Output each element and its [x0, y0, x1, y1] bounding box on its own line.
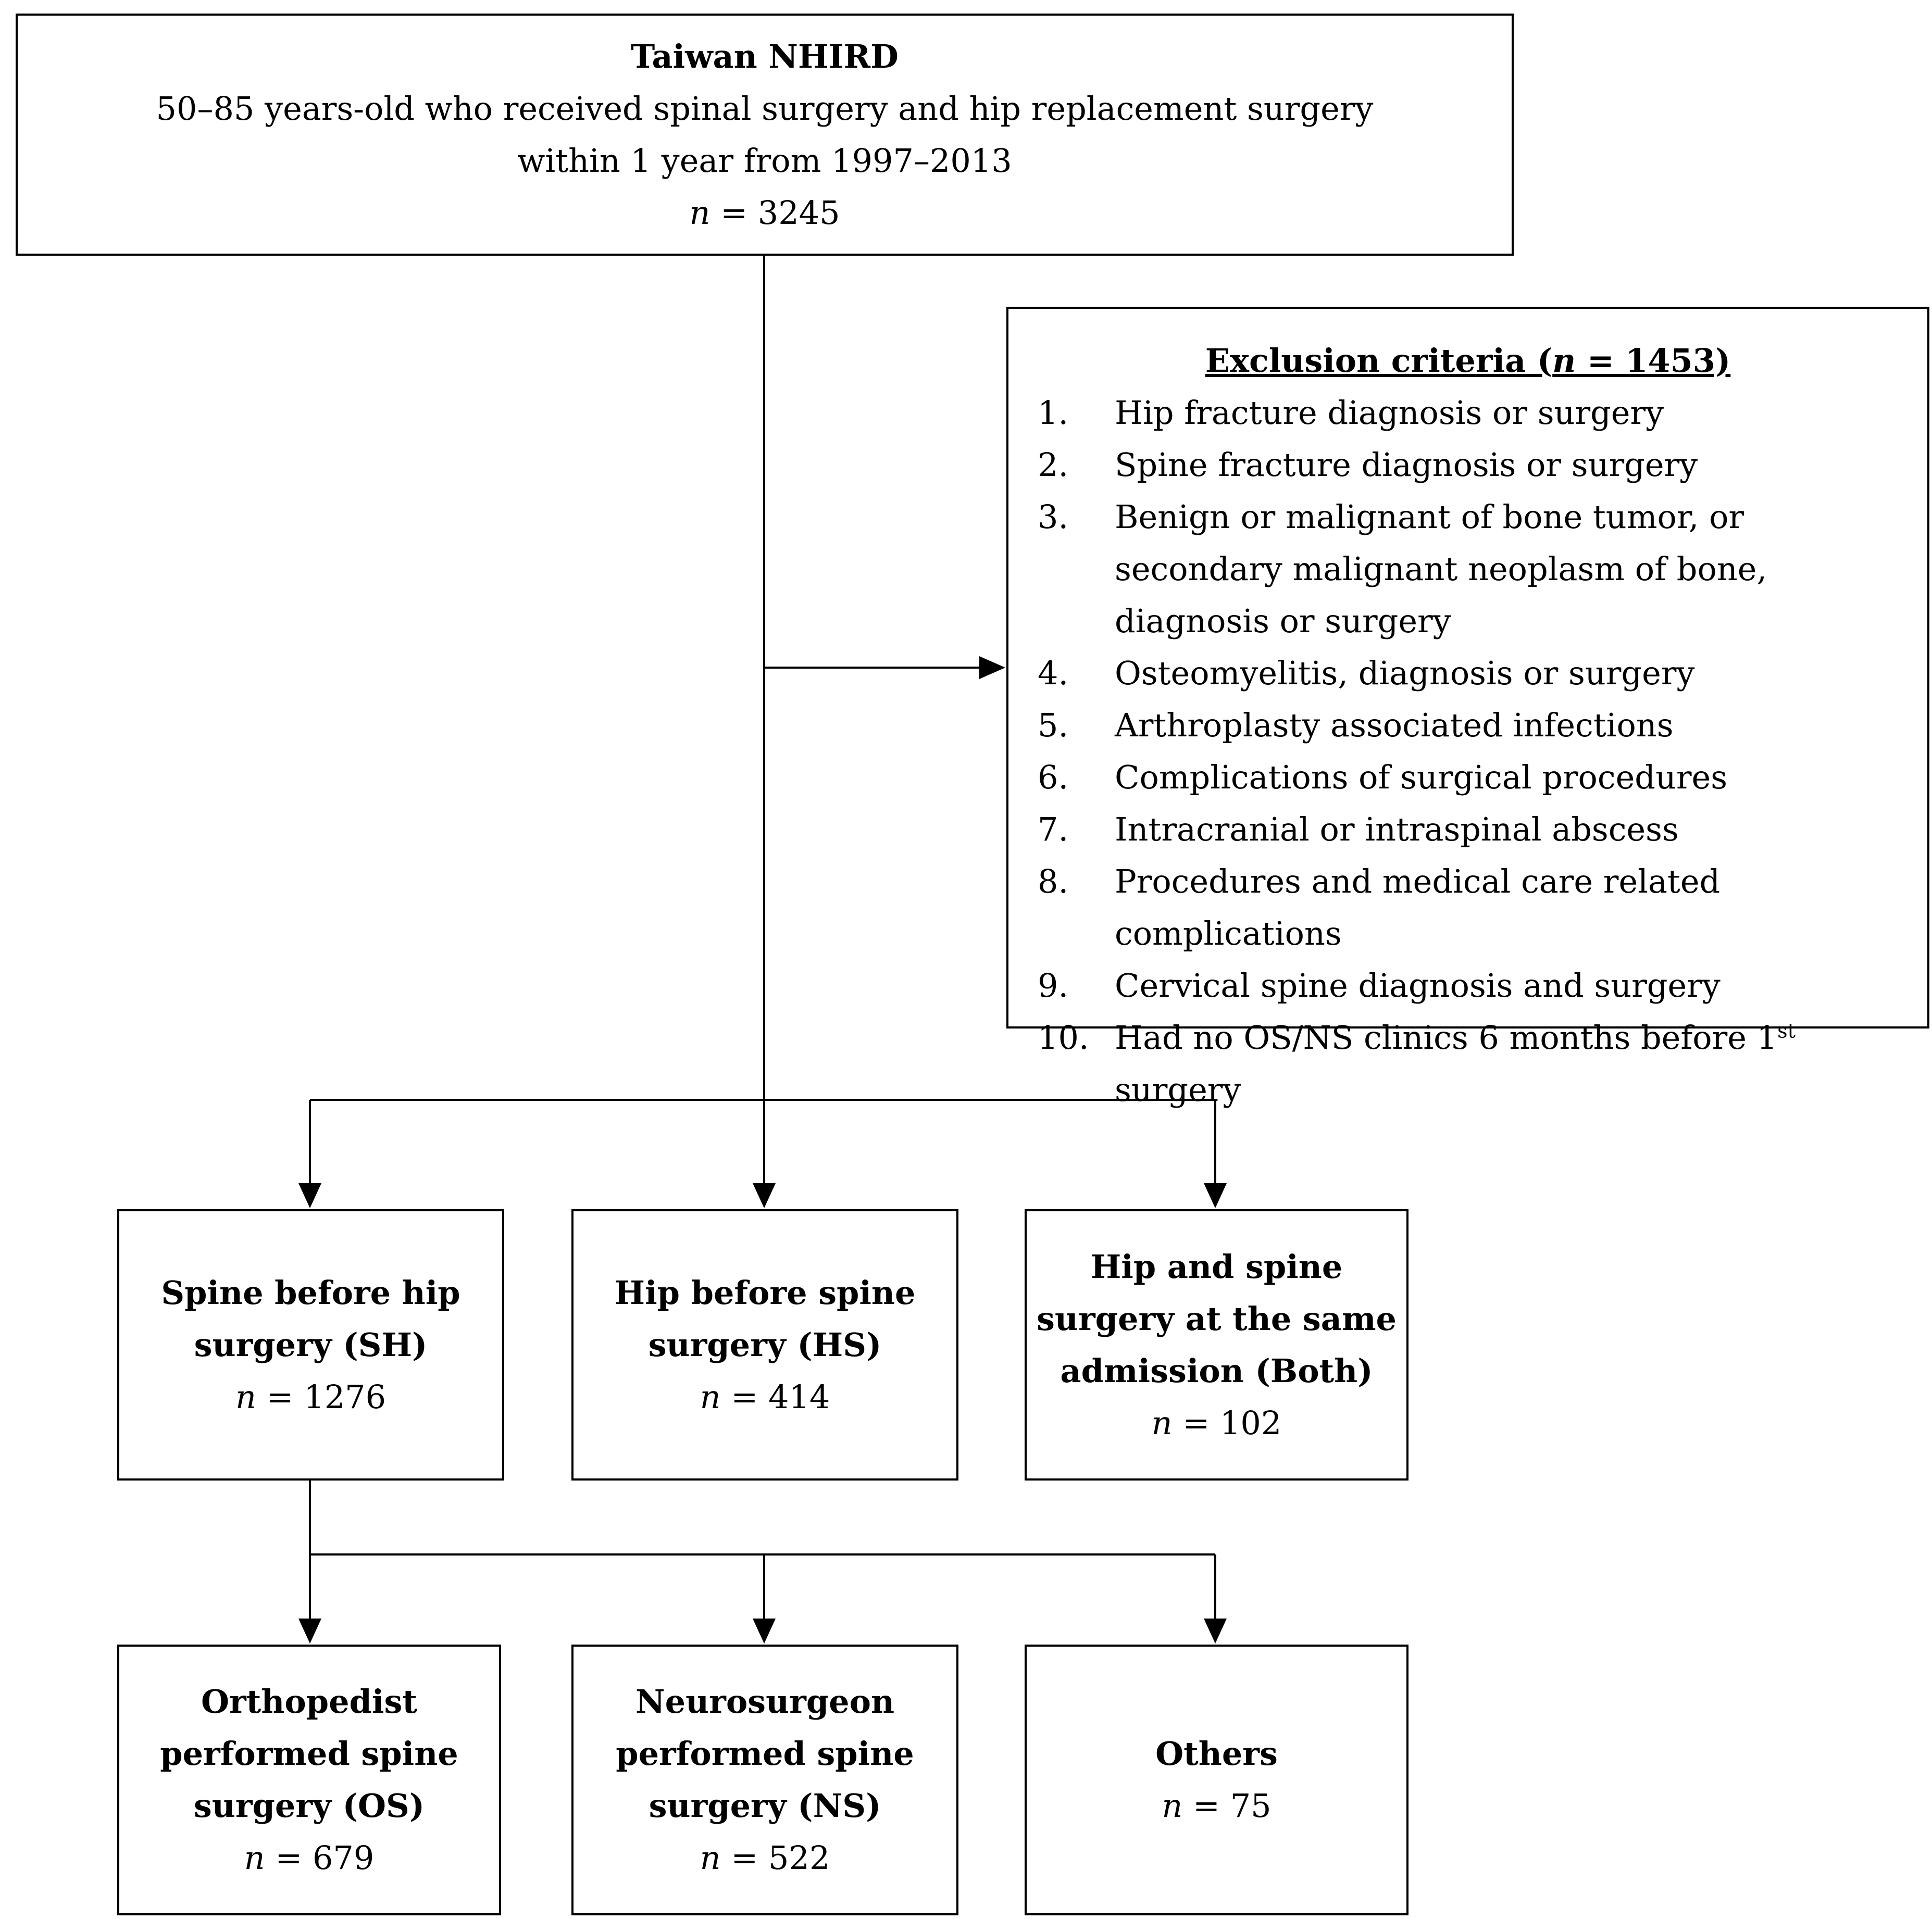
subgroup-ns-label-1: Neurosurgeon	[635, 1683, 895, 1721]
subgroup-os-count: n = 679	[244, 1832, 375, 1884]
group-both-count-value: = 102	[1172, 1403, 1282, 1442]
exclusion-item-text: Osteomyelitis, diagnosis or surgery	[1115, 654, 1695, 692]
group-sh-label-2: surgery (SH)	[194, 1325, 428, 1364]
both-arrowhead	[1204, 1183, 1227, 1208]
exclusion-item-text: Cervical spine diagnosis and surgery	[1115, 967, 1721, 1005]
group-both-count: n = 102	[1152, 1397, 1282, 1449]
exclusion-item-text: Spine fracture diagnosis or surgery	[1115, 446, 1698, 484]
group-hs-label-1: Hip before spine	[614, 1273, 916, 1312]
group-hs-box: Hip before spine surgery (HS) n = 414	[571, 1209, 958, 1481]
group-hs-count: n = 414	[700, 1371, 830, 1423]
subgroup-others-label: Others	[1155, 1735, 1278, 1773]
subgroup-os-label-2: performed spine	[160, 1735, 458, 1773]
ordinal-suffix: st	[1777, 1019, 1796, 1043]
exclusion-item: 10. Had no OS/NS clinics 6 months before …	[1038, 1012, 1917, 1116]
exclusion-item-text: Hip fracture diagnosis or surgery	[1115, 394, 1664, 432]
n-symbol: n	[1162, 1787, 1183, 1825]
n-symbol: n	[689, 193, 711, 232]
exclusion-item: 2. Spine fracture diagnosis or surgery	[1038, 439, 1917, 491]
cohort-criteria-line-2: within 1 year from 1997–2013	[517, 141, 1012, 180]
exclusion-item-text-part: Had no OS/NS clinics 6 months before 1	[1115, 1019, 1778, 1057]
ns-arrowhead	[753, 1619, 776, 1644]
group-sh-count-value: = 1276	[256, 1377, 387, 1416]
exclusion-item-text: Procedures and medical care related comp…	[1115, 862, 1721, 952]
subgroup-ns-label-2: performed spine	[616, 1735, 914, 1773]
cohort-source-box: Taiwan NHIRD 50–85 years-old who receive…	[16, 14, 1514, 256]
exclusion-item-number: 1.	[1038, 394, 1069, 432]
exclusion-criteria-box: Exclusion criteria (n = 1453) 1. Hip frac…	[1006, 307, 1929, 1109]
exclusion-title-suffix: = 1453)	[1576, 342, 1731, 380]
os-arrowhead	[298, 1619, 321, 1644]
exclusion-arrowhead	[979, 656, 1005, 679]
exclusion-item-number: 4.	[1038, 654, 1069, 692]
group-both-label-2: surgery at the same	[1037, 1299, 1397, 1338]
group-both-box: Hip and spine surgery at the same admiss…	[1025, 1209, 1409, 1481]
exclusion-item-number: 9.	[1038, 967, 1069, 1005]
exclusion-item: 8. Procedures and medical care related co…	[1038, 856, 1917, 960]
n-symbol: n	[700, 1377, 721, 1416]
exclusion-item-number: 8.	[1038, 862, 1069, 900]
subgroup-others-box: Others n = 75	[1025, 1645, 1409, 1915]
exclusion-item: 3. Benign or malignant of bone tumor, or …	[1038, 491, 1917, 647]
exclusion-item-number: 2.	[1038, 446, 1069, 484]
exclusion-item-text-part: surgery	[1115, 1071, 1241, 1109]
n-symbol: n	[1151, 1403, 1173, 1442]
cohort-count: n = 3245	[689, 187, 840, 239]
cohort-criteria-line-1: 50–85 years-old who received spinal surg…	[156, 89, 1374, 128]
exclusion-item: 4. Osteomyelitis, diagnosis or surgery	[1038, 647, 1917, 699]
exclusion-item-number: 7.	[1038, 810, 1069, 848]
exclusion-item-number: 3.	[1038, 498, 1069, 536]
subgroup-os-label-1: Orthopedist	[201, 1683, 417, 1721]
exclusion-list: 1. Hip fracture diagnosis or surgery 2. Sp…	[1038, 387, 1917, 1116]
n-symbol: n	[700, 1839, 721, 1877]
exclusion-item: 6. Complications of surgical procedures	[1038, 751, 1917, 804]
subgroup-others-count-value: = 75	[1182, 1787, 1272, 1825]
exclusion-item: 1. Hip fracture diagnosis or surgery	[1038, 387, 1917, 439]
hs-arrowhead	[753, 1183, 776, 1208]
n-symbol: n	[1552, 342, 1576, 380]
exclusion-item: 5. Arthroplasty associated infections	[1038, 699, 1917, 751]
group-hs-count-value: = 414	[720, 1377, 830, 1416]
exclusion-item-text: Intracranial or intraspinal abscess	[1115, 810, 1679, 848]
exclusion-title-prefix: Exclusion criteria (	[1205, 342, 1553, 380]
n-symbol: n	[244, 1839, 265, 1877]
exclusion-item: 9. Cervical spine diagnosis and surgery	[1038, 960, 1917, 1012]
exclusion-item: 7. Intracranial or intraspinal abscess	[1038, 804, 1917, 856]
cohort-count-value: = 3245	[710, 193, 840, 232]
subgroup-others-count: n = 75	[1162, 1780, 1271, 1832]
exclusion-item-number: 5.	[1038, 706, 1069, 744]
subgroup-ns-label-3: surgery (NS)	[649, 1787, 881, 1825]
group-both-label-3: admission (Both)	[1060, 1351, 1373, 1390]
exclusion-item-text: Had no OS/NS clinics 6 months before 1st…	[1115, 1012, 1917, 1116]
others-arrowhead	[1204, 1619, 1227, 1644]
cohort-title: Taiwan NHIRD	[631, 37, 899, 76]
group-sh-label-1: Spine before hip	[161, 1273, 460, 1312]
exclusion-item-text: Benign or malignant of bone tumor, or se…	[1115, 498, 1767, 640]
group-hs-label-2: surgery (HS)	[648, 1325, 882, 1364]
subgroup-ns-count-value: = 522	[720, 1839, 830, 1877]
subgroup-ns-count: n = 522	[700, 1832, 830, 1884]
exclusion-item-text: Complications of surgical procedures	[1115, 758, 1728, 796]
subgroup-ns-box: Neurosurgeon performed spine surgery (NS…	[571, 1645, 958, 1915]
group-both-label-1: Hip and spine	[1090, 1247, 1343, 1286]
subgroup-os-label-3: surgery (OS)	[193, 1787, 425, 1825]
exclusion-title: Exclusion criteria (n = 1453)	[1008, 335, 1927, 387]
exclusion-item-text: Arthroplasty associated infections	[1115, 706, 1674, 744]
group-sh-count: n = 1276	[235, 1371, 386, 1423]
subgroup-os-count-value: = 679	[265, 1839, 375, 1877]
exclusion-item-number: 10.	[1038, 1019, 1089, 1057]
subgroup-os-box: Orthopedist performed spine surgery (OS)…	[117, 1645, 501, 1915]
n-symbol: n	[235, 1377, 256, 1416]
group-sh-box: Spine before hip surgery (SH) n = 1276	[117, 1209, 504, 1481]
exclusion-item-number: 6.	[1038, 758, 1069, 796]
sh-arrowhead	[298, 1183, 321, 1208]
